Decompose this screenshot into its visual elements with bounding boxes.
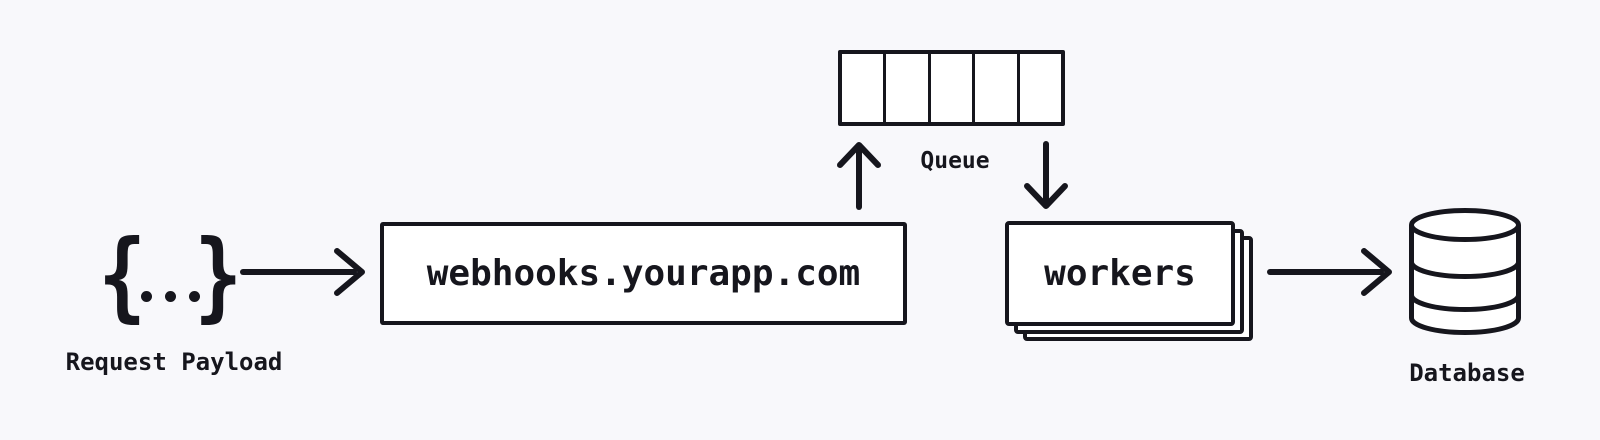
workers-node: workers <box>1005 221 1253 341</box>
queue-slot <box>883 54 928 122</box>
queue-slot <box>842 54 884 122</box>
arrow-workers-to-database-icon <box>1267 248 1392 296</box>
workers-label: workers <box>1044 253 1196 294</box>
ellipsis-dots <box>140 291 200 302</box>
request-payload-label: Request Payload <box>65 348 283 376</box>
ellipsis-dot <box>164 291 176 302</box>
queue-label: Queue <box>920 148 990 174</box>
ellipsis-dot <box>140 291 152 302</box>
database-label: Database <box>1409 359 1525 387</box>
queue-node <box>838 50 1065 126</box>
queue-slot <box>1016 54 1062 122</box>
webhooks-server-label: webhooks.yourapp.com <box>426 253 861 294</box>
ellipsis-dot <box>188 291 200 302</box>
workers-front-box: workers <box>1005 221 1235 326</box>
queue-slot <box>927 54 973 122</box>
database-icon <box>1409 208 1521 335</box>
arrow-payload-to-webhooks-icon <box>240 248 365 296</box>
request-payload-icon: { } <box>98 227 241 324</box>
queue-slot <box>972 54 1017 122</box>
close-brace-glyph: } <box>193 219 242 332</box>
open-brace-glyph: { <box>98 219 147 332</box>
arrow-queue-to-workers-icon <box>1024 141 1068 209</box>
arrow-webhooks-to-queue-icon <box>837 142 881 210</box>
webhooks-server-node: webhooks.yourapp.com <box>380 222 907 325</box>
